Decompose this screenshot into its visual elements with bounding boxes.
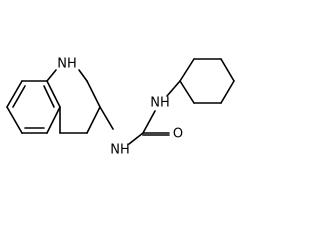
molecule-drawing: NH NH O NH [6,57,235,158]
urea-nitrogen-top-label: NH [150,96,170,111]
urea-linker [99,80,181,145]
urea-nitrogen-bottom-label: NH [110,143,130,158]
structure-diagram: NH NH O NH [6,57,235,158]
cyclohexyl-ring [179,58,235,104]
carbonyl-oxygen-label: O [173,127,183,142]
ring-nitrogen-label: NH [57,57,77,72]
benzene-ring [6,80,61,134]
piperidine-ring [46,69,101,134]
